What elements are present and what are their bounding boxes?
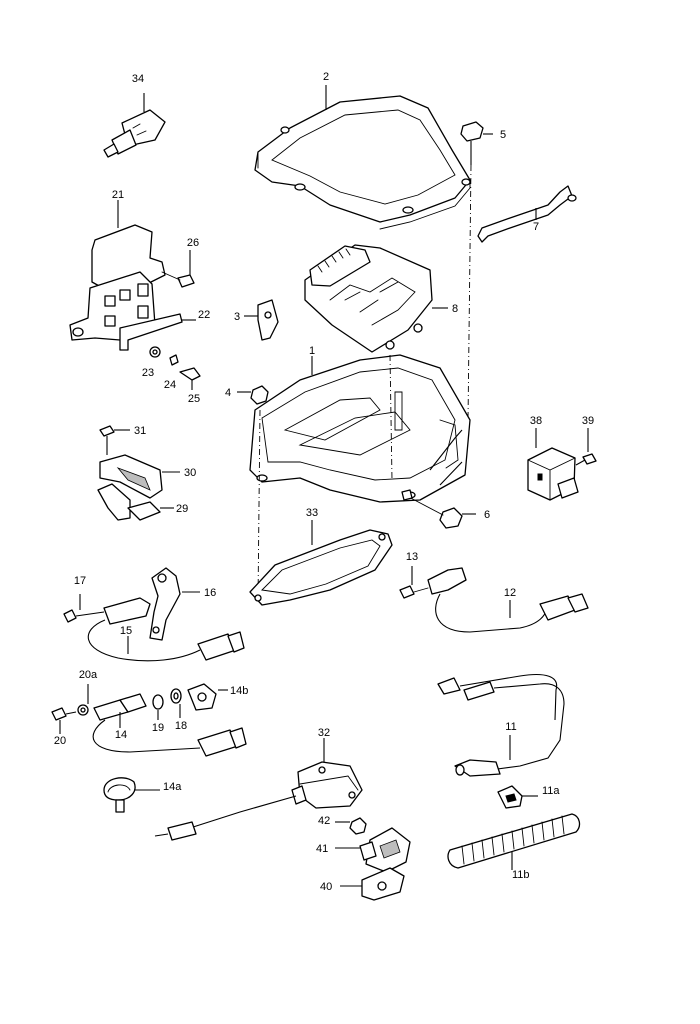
part-14a-clamp — [103, 777, 160, 813]
part-11a-clip — [497, 785, 538, 809]
callout-labels: 34 2 5 21 26 7 3 22 8 23 24 25 1 4 31 38… — [54, 71, 594, 893]
part-20-bolt — [51, 707, 77, 734]
callout-22: 22 — [198, 309, 210, 321]
callout-21: 21 — [112, 189, 124, 201]
callout-23: 23 — [142, 367, 154, 379]
callout-5: 5 — [500, 129, 506, 141]
callout-25: 25 — [188, 393, 200, 405]
callout-40: 40 — [320, 881, 332, 893]
callout-6: 6 — [484, 509, 490, 521]
part-3-bracket — [244, 299, 279, 341]
part-26-screw — [161, 250, 195, 288]
part-40-bracket — [340, 867, 405, 901]
callout-24: 24 — [164, 379, 176, 391]
callout-3: 3 — [234, 311, 240, 323]
part-29-clip — [127, 501, 174, 521]
callout-11: 11 — [505, 721, 516, 733]
part-39-screw — [575, 428, 597, 466]
part-20a-washer — [77, 684, 89, 716]
part-34-switch — [103, 93, 166, 158]
part-19-ring — [152, 694, 164, 720]
callout-2: 2 — [323, 71, 329, 83]
callout-13: 13 — [406, 551, 418, 563]
part-1-housing — [249, 354, 471, 601]
callout-34: 34 — [132, 73, 144, 85]
callout-29: 29 — [176, 503, 188, 515]
part-21-bracket — [69, 200, 166, 341]
part-12-sensor — [427, 567, 589, 633]
callout-16: 16 — [204, 587, 216, 599]
callout-38: 38 — [530, 415, 542, 427]
callout-30: 30 — [184, 467, 196, 479]
part-25-screw — [179, 367, 201, 390]
part-17-bolt — [63, 594, 105, 623]
callout-15: 15 — [120, 625, 132, 637]
part-11b-hose — [447, 813, 581, 870]
callout-17: 17 — [74, 575, 86, 587]
callout-4: 4 — [225, 387, 231, 399]
part-23-washer — [149, 346, 161, 358]
part-16-bracket — [149, 567, 200, 641]
callout-14: 14 — [115, 729, 127, 741]
part-15-sensor-cable — [87, 597, 245, 662]
part-14-sensor-cable — [92, 693, 247, 757]
callout-11b: 11b — [512, 869, 530, 881]
callout-11a: 11a — [542, 785, 560, 797]
callout-26: 26 — [187, 237, 199, 249]
part-18-ring — [170, 688, 182, 718]
part-24-pin — [169, 354, 179, 366]
part-11-sensor — [437, 673, 565, 777]
part-32-unit — [154, 738, 363, 841]
callout-14a: 14a — [163, 781, 182, 793]
callout-19: 19 — [152, 722, 164, 734]
callout-1: 1 — [309, 345, 315, 357]
part-30-bracket — [97, 454, 180, 521]
part-14b-plate — [187, 683, 228, 711]
callout-12: 12 — [504, 587, 516, 599]
callout-8: 8 — [452, 303, 458, 315]
callout-18: 18 — [175, 720, 187, 732]
callout-32: 32 — [318, 727, 330, 739]
callout-20: 20 — [54, 735, 66, 747]
part-41-actuator — [335, 827, 411, 873]
callout-20a: 20a — [79, 669, 98, 681]
part-2-cover — [254, 85, 471, 230]
part-22-clip — [119, 313, 196, 351]
callout-33: 33 — [306, 507, 318, 519]
callout-14b: 14b — [230, 685, 248, 697]
part-7-bracket — [477, 185, 577, 243]
part-33-gasket — [249, 520, 393, 606]
part-38-relay — [527, 428, 579, 501]
part-6-screw — [401, 489, 476, 529]
callout-42: 42 — [318, 815, 330, 827]
callout-7: 7 — [533, 221, 539, 233]
callout-39: 39 — [582, 415, 594, 427]
part-8-control-module — [304, 244, 448, 353]
part-31-bolt — [99, 425, 130, 455]
part-42-nut — [335, 817, 367, 835]
callout-31: 31 — [134, 425, 146, 437]
part-4-nut — [237, 385, 269, 405]
part-13-screw — [399, 566, 429, 599]
callout-41: 41 — [316, 843, 328, 855]
part-5-bolt — [460, 121, 493, 421]
